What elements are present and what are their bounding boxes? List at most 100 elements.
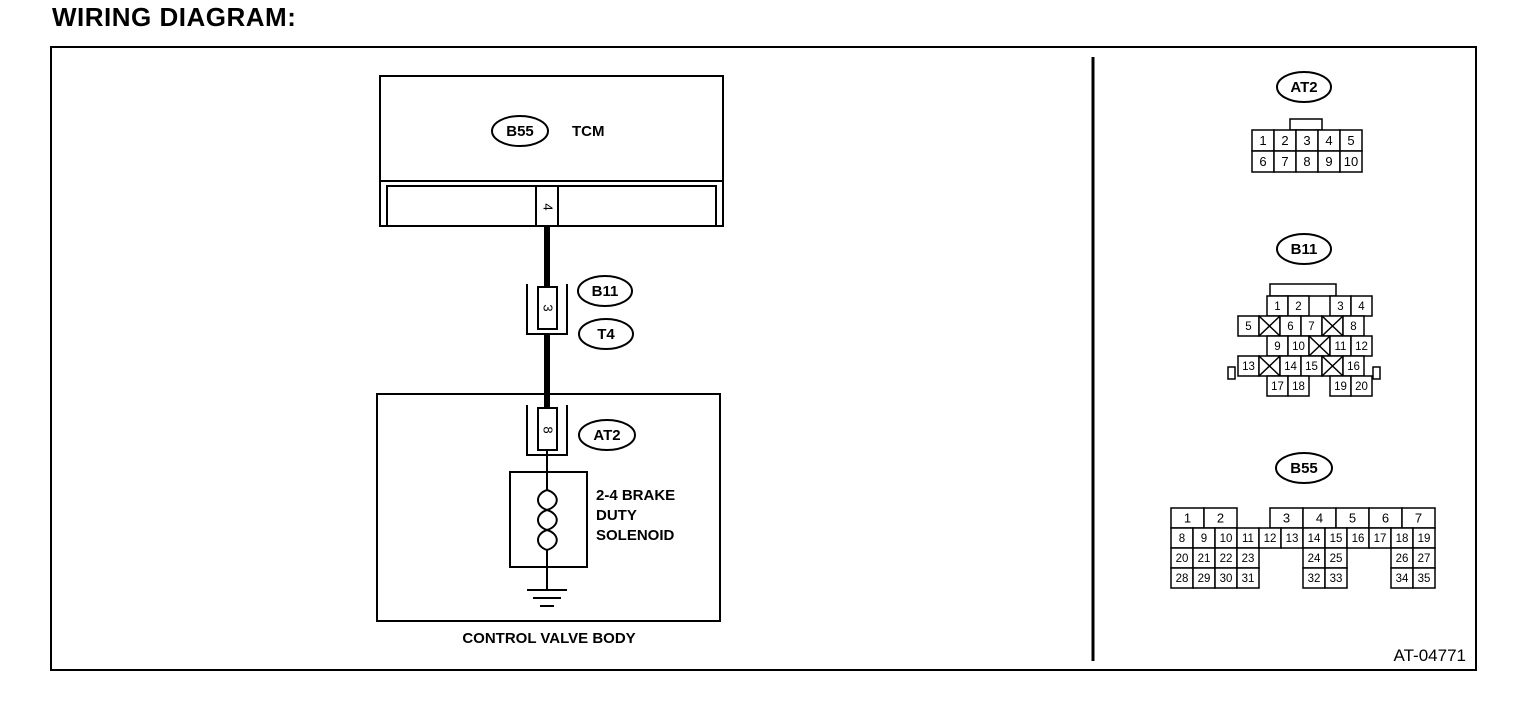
b55-pin-cell (1324, 567, 1348, 589)
b11-pin-number: 8 (1350, 321, 1356, 333)
solenoid-label-2: DUTY (596, 507, 637, 524)
b55-pin-number: 23 (1242, 553, 1255, 565)
b11-pin-number: 14 (1284, 361, 1297, 373)
b55-pin-number: 1 (1184, 510, 1191, 525)
tcm-pin-number: 4 (541, 203, 556, 210)
b11-pin-number: 17 (1271, 381, 1284, 393)
b55-pin-number: 29 (1198, 573, 1211, 585)
figure-id: AT-04771 (1394, 646, 1466, 665)
b11-pin-cross (1321, 355, 1344, 377)
b11-side-latch-right (1372, 366, 1381, 380)
b55-pin-number: 14 (1308, 533, 1321, 545)
b11-pin-number: 3 (1337, 301, 1343, 313)
tcm-unit: 4 B55 TCM (379, 75, 724, 227)
control-valve-body: 8 AT2 2-4 BRAKE DUTY SOLENOID (376, 393, 721, 622)
b55-pin-number: 24 (1308, 553, 1321, 565)
b11-pin-number: 18 (1292, 381, 1305, 393)
b55-pin-number: 2 (1217, 510, 1224, 525)
b55-pin-cell (1412, 567, 1436, 589)
t4-label: T4 (597, 326, 615, 343)
b11-pin-number: 12 (1355, 341, 1368, 353)
diagram-frame (50, 46, 1477, 671)
at2-pin-number: 8 (1303, 154, 1310, 169)
b11-pin-cross (1258, 315, 1281, 337)
at2-pin-number: 1 (1259, 133, 1266, 148)
b55-pin-number: 19 (1418, 533, 1431, 545)
b55-pin-number: 7 (1415, 510, 1422, 525)
solenoid-label-3: SOLENOID (596, 527, 675, 544)
b55-pin-number: 32 (1308, 573, 1321, 585)
b55-pin-number: 5 (1349, 510, 1356, 525)
tcm-connector-label: B55 (506, 123, 534, 140)
b11-label: B11 (592, 283, 619, 300)
b55-pin-number: 12 (1264, 533, 1277, 545)
at2-pin-number: 10 (1344, 154, 1358, 169)
joint-pin-number: 3 (541, 304, 556, 311)
at2-pin-number: 5 (1347, 133, 1354, 148)
b55-pin-number: 27 (1418, 553, 1431, 565)
b11-pin-number: 5 (1245, 321, 1251, 333)
b11-view-title: B11 (1291, 241, 1318, 258)
b55-pin-number: 13 (1286, 533, 1299, 545)
b11-pin-number: 2 (1295, 301, 1301, 313)
at2-pin-number: 3 (1303, 133, 1310, 148)
b11-pin-number: 7 (1308, 321, 1314, 333)
b11-pin-number: 10 (1292, 341, 1305, 353)
b11-pin-number: 4 (1358, 301, 1365, 313)
b55-pin-number: 9 (1201, 533, 1207, 545)
page-title: WIRING DIAGRAM: (52, 2, 297, 32)
b55-pin-number: 34 (1396, 573, 1409, 585)
b55-pin-number: 25 (1330, 553, 1343, 565)
tcm-label: TCM (572, 123, 605, 140)
b11-pin-number: 20 (1355, 381, 1368, 393)
b11-pin-cross (1308, 335, 1331, 357)
b55-view-title: B55 (1290, 460, 1318, 477)
b55-pin-number: 17 (1374, 533, 1387, 545)
at2-pin-cell (1339, 150, 1363, 173)
ground-icon (527, 589, 567, 607)
b55-pin-number: 6 (1382, 510, 1389, 525)
at2-pin-number: 7 (1281, 154, 1288, 169)
b55-pin-number: 11 (1242, 533, 1254, 545)
tcm-connector-oval (491, 115, 549, 147)
b11-pin-number: 19 (1334, 381, 1347, 393)
solenoid-housing (509, 471, 588, 568)
b55-pin-number: 15 (1330, 533, 1343, 545)
b55-pin-number: 3 (1283, 510, 1290, 525)
b11-pin-number: 11 (1335, 341, 1347, 353)
b55-pin-number: 30 (1220, 573, 1233, 585)
b55-pin-number: 16 (1352, 533, 1365, 545)
at2-lock-tab (1289, 118, 1323, 131)
b11-pin-number: 6 (1287, 321, 1293, 333)
at2-pin-number: 8 (541, 426, 556, 433)
b11-pin-number: 15 (1305, 361, 1318, 373)
b11-pin-cross (1258, 355, 1281, 377)
b11-pin-number: 1 (1274, 301, 1280, 313)
b11-pin-number: 13 (1242, 361, 1255, 373)
at2-pin-number: 4 (1325, 133, 1332, 148)
b55-pin-number: 28 (1176, 573, 1189, 585)
b11-pin-cell (1350, 375, 1373, 397)
b55-pin-number: 10 (1220, 533, 1233, 545)
at2-pin-number: 9 (1325, 154, 1332, 169)
at2-view-title: AT2 (1290, 79, 1317, 96)
solenoid-coil-symbol (537, 489, 558, 552)
at2-connector-label: AT2 (593, 427, 620, 444)
at2-pin-number: 6 (1259, 154, 1266, 169)
b55-pin-number: 22 (1220, 553, 1233, 565)
b11-lock-tab (1269, 283, 1337, 297)
b55-pin-number: 35 (1418, 573, 1431, 585)
b55-pin-number: 33 (1330, 573, 1343, 585)
b55-pin-number: 31 (1242, 573, 1255, 585)
solenoid-label-1: 2-4 BRAKE (596, 487, 675, 504)
b11-pin-number: 16 (1347, 361, 1360, 373)
b55-pin-number: 21 (1198, 553, 1211, 565)
b55-pin-number: 8 (1179, 533, 1185, 545)
valve-body-label: CONTROL VALVE BODY (462, 630, 635, 647)
b11-pin-number: 9 (1274, 341, 1280, 353)
b11-pin-cell (1287, 375, 1310, 397)
